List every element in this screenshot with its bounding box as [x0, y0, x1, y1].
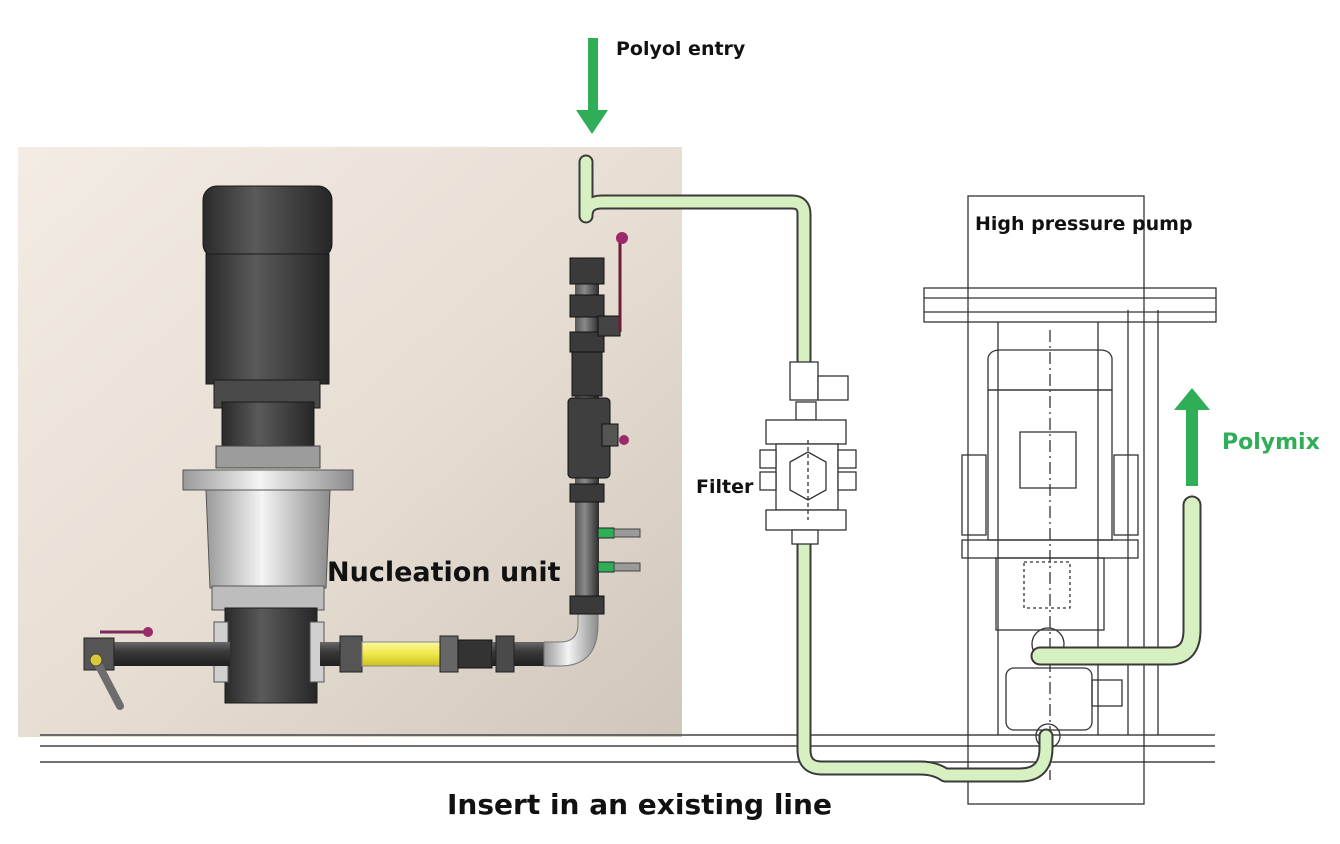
arrow-down-icon	[576, 38, 608, 134]
vertical-inlet-pipe	[567, 232, 641, 615]
insert-caption: Insert in an existing line	[447, 788, 832, 821]
high-pressure-pump-label: High pressure pump	[975, 213, 1193, 235]
polymix-label: Polymix	[1222, 430, 1320, 455]
arrow-up-icon	[1174, 388, 1210, 486]
filter-label: Filter	[696, 476, 754, 498]
high-pressure-pump	[923, 195, 1217, 805]
floor-rails	[40, 734, 1215, 763]
polyol-entry-label: Polyol entry	[616, 38, 746, 60]
nucleation-unit-label: Nucleation unit	[327, 557, 561, 588]
process-piping	[578, 154, 1202, 783]
filter-unit	[759, 361, 857, 545]
nucleation-pipeline	[83, 609, 599, 710]
nucleation-machine	[182, 185, 354, 704]
